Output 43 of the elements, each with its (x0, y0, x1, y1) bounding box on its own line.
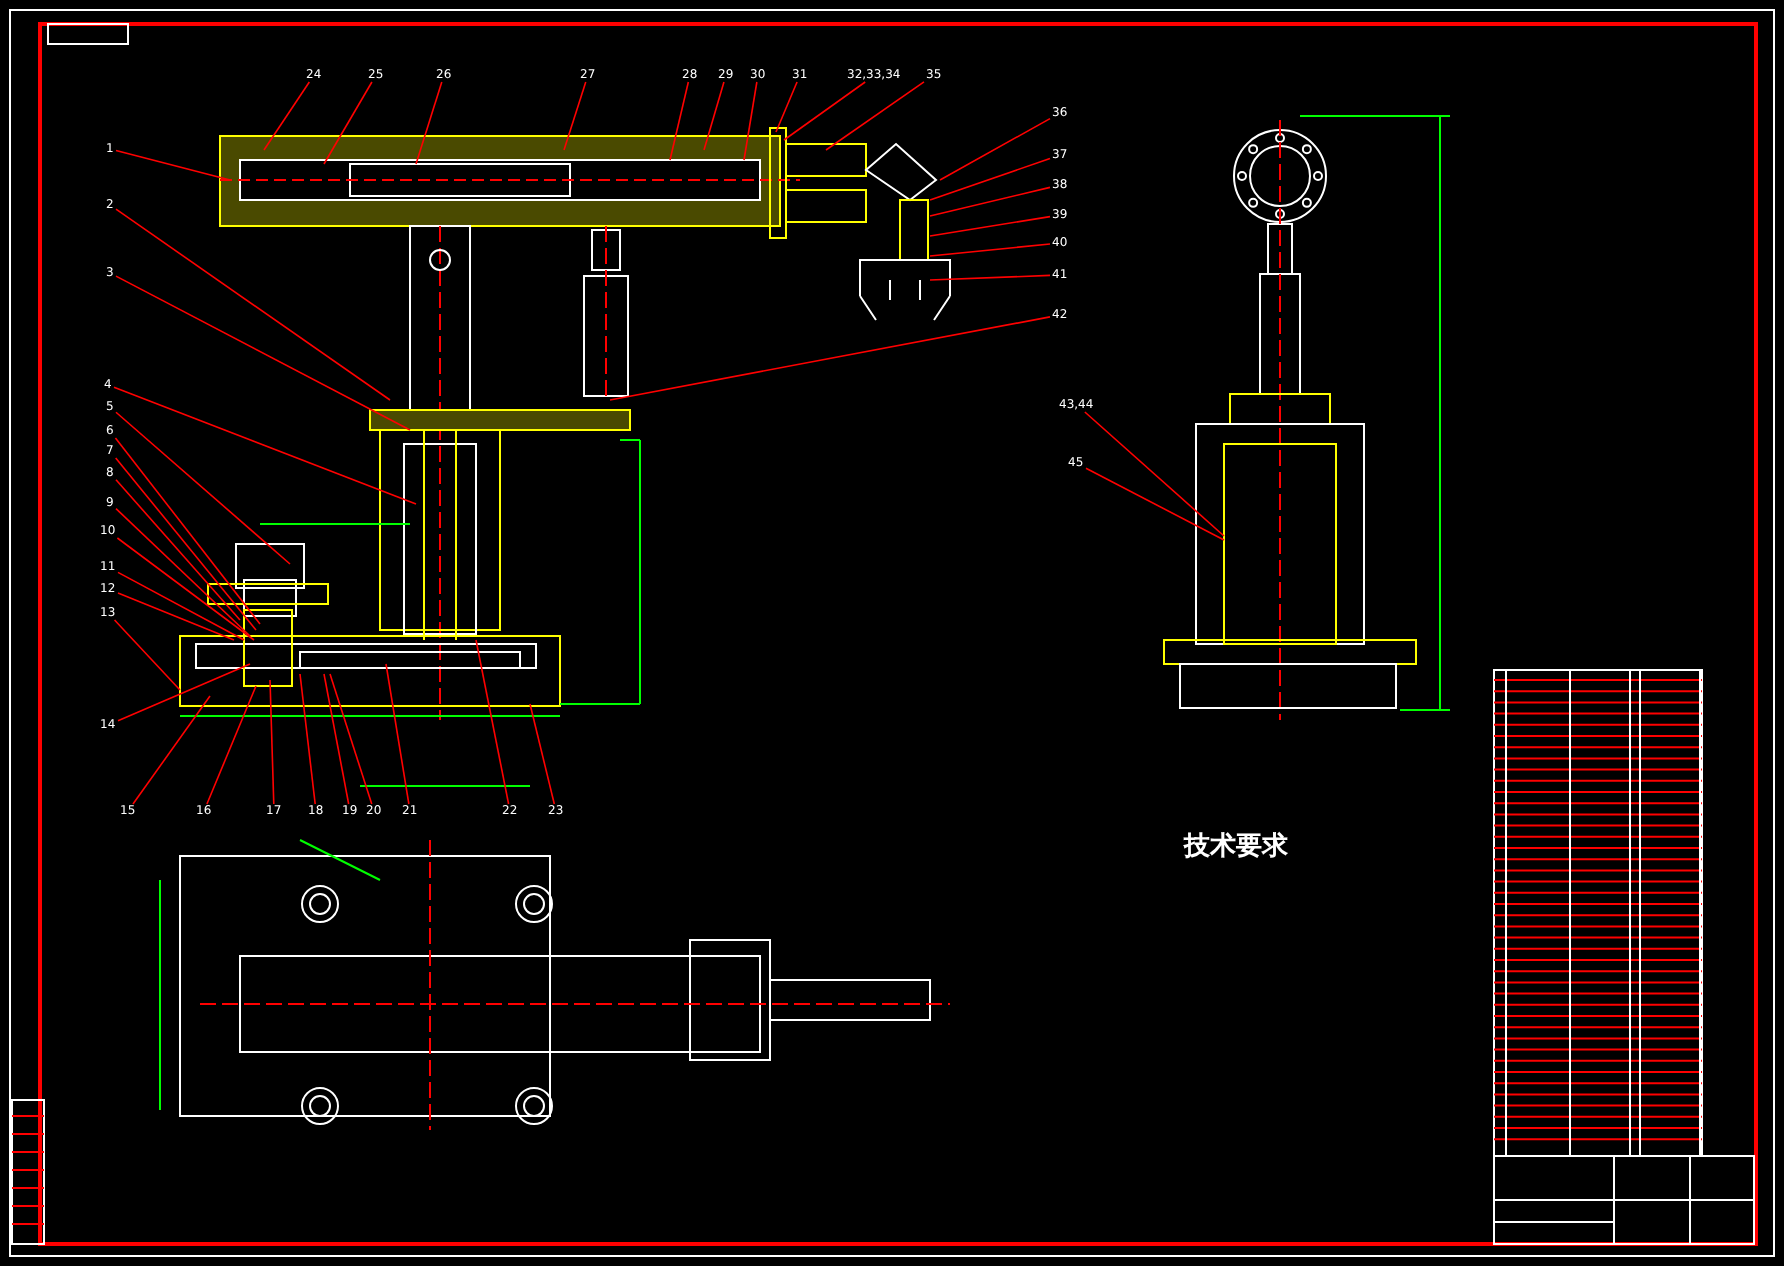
leader-line (115, 149, 231, 181)
leader-line (929, 274, 1051, 281)
leader-line (323, 673, 350, 805)
leader-line (113, 619, 181, 691)
leader-line (117, 663, 251, 722)
leader-line (115, 411, 291, 565)
leader-line (329, 673, 373, 805)
leader-line (115, 478, 241, 621)
leader-line (929, 186, 1051, 217)
leader-line (116, 537, 255, 641)
heading: 技术要求 (1184, 830, 1288, 864)
leader-line (115, 275, 411, 431)
leader-line (299, 673, 316, 805)
leader-line (929, 157, 1051, 201)
leader-line (563, 81, 587, 151)
leader-line (1085, 467, 1225, 541)
leader-line (114, 457, 257, 631)
leader-line (929, 215, 1051, 237)
leader-line (775, 81, 798, 133)
leader-line (114, 437, 261, 625)
leader-line (323, 81, 373, 165)
leader-line (669, 81, 690, 161)
leader-line (529, 703, 556, 805)
leader-line (1084, 411, 1225, 537)
leader-line (132, 695, 211, 805)
leader-line (783, 81, 866, 141)
leader-line (703, 81, 725, 151)
leader-line (825, 81, 925, 151)
leader-line (115, 208, 391, 401)
leader-line (415, 81, 443, 165)
leader-line (269, 679, 275, 805)
leader-line (117, 592, 235, 641)
leader-line (385, 663, 410, 805)
leader-line (113, 386, 417, 505)
leader-line (475, 639, 510, 805)
leader-line (939, 117, 1051, 181)
leader-line (206, 685, 257, 805)
leader-line (117, 571, 245, 641)
leader-line (743, 81, 758, 161)
leader-line (609, 316, 1051, 401)
leader-line (115, 507, 251, 637)
leader-line (263, 81, 311, 151)
leader-line (929, 243, 1051, 257)
